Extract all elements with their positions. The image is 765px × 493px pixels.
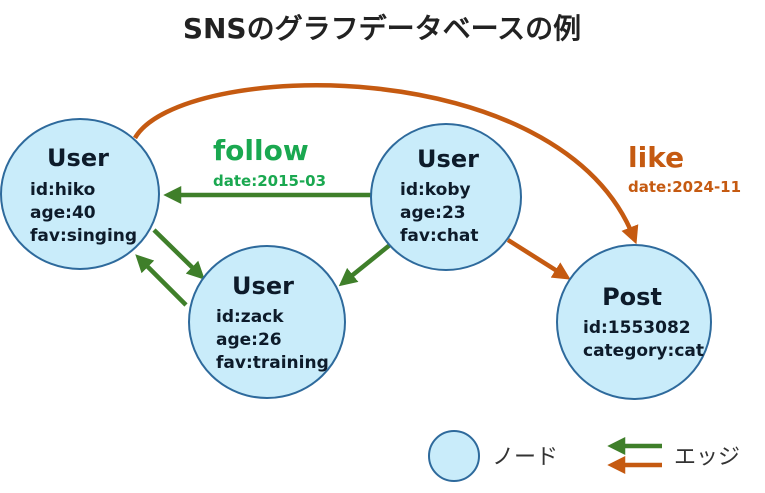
- like-label: like: [628, 141, 684, 174]
- node-attr: age:23: [400, 203, 466, 223]
- node-attr: fav:singing: [30, 226, 137, 246]
- node-user-hiko: User id:hiko age:40 fav:singing: [0, 118, 160, 270]
- node-attr: fav:training: [216, 353, 329, 373]
- node-type: User: [417, 145, 479, 173]
- node-user-zack: User id:zack age:26 fav:training: [188, 245, 346, 399]
- node-attr: category:cat: [583, 341, 704, 361]
- node-attr: age:26: [216, 330, 282, 350]
- node-type: Post: [602, 283, 662, 311]
- node-post: Post id:1553082 category:cat: [556, 244, 712, 400]
- legend-edge-label: エッジ: [674, 445, 740, 470]
- page-title: SNSのグラフデータベースの例: [183, 12, 581, 45]
- follow-edge-koby-zack: [338, 238, 398, 287]
- like-edge-hiko-post: [133, 83, 639, 245]
- follow-edge-hiko-zack: [152, 228, 205, 280]
- like-date: date:2024-11: [628, 178, 741, 196]
- node-attr: id:koby: [400, 180, 471, 200]
- node-user-koby: User id:koby age:23 fav:chat: [370, 123, 522, 271]
- node-attr: fav:chat: [400, 226, 479, 246]
- node-type: User: [47, 144, 109, 172]
- node-type: User: [232, 272, 294, 300]
- follow-date: date:2015-03: [213, 172, 326, 190]
- legend-node-icon: [428, 430, 480, 482]
- node-attr: id:hiko: [30, 180, 95, 200]
- node-attr: age:40: [30, 203, 96, 223]
- legend-node-label: ノード: [492, 445, 558, 470]
- legend: ノード エッジ: [428, 430, 740, 482]
- like-edge-koby-post: [506, 238, 571, 280]
- follow-edge-zack-hiko: [135, 254, 188, 307]
- node-attr: id:1553082: [583, 318, 691, 338]
- node-attr: id:zack: [216, 307, 284, 327]
- follow-label: follow: [213, 134, 309, 167]
